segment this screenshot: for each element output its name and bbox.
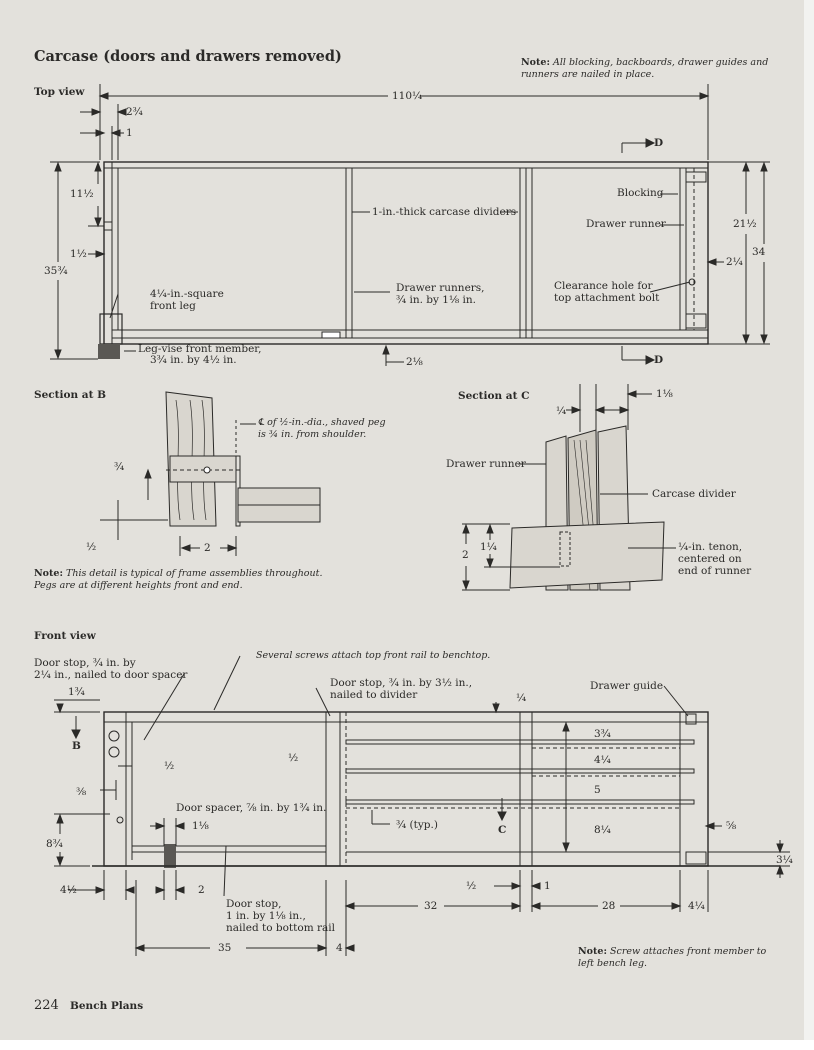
dim-4: 4	[336, 942, 343, 954]
dim-28: 28	[602, 900, 616, 912]
note-bottom-text: Screw attaches front member to	[610, 946, 767, 957]
dim-2-1-8: 2⅛	[406, 356, 423, 368]
label-dividers: 1-in.-thick carcase dividers	[372, 206, 517, 218]
label-legvise-1: Leg-vise front member,	[138, 343, 262, 355]
note-bottom-lead: Note:	[578, 946, 607, 957]
dim-1-1-2: 1½	[70, 248, 87, 260]
dim-1-front: 1	[544, 880, 551, 892]
front-view-screws: Several screws attach top front rail to …	[256, 650, 491, 661]
section-b-note-2: Pegs are at different heights front and …	[34, 580, 243, 591]
doorstop-b-1: Door stop, ¾ in. by 3½ in.,	[330, 677, 473, 689]
label-typ: ¾ (typ.)	[396, 819, 438, 831]
page-number: 224	[34, 998, 59, 1013]
dim-1: 1	[126, 127, 133, 139]
label-runners-1: Drawer runners,	[396, 282, 485, 294]
dim-2-3-4: 2¾	[126, 106, 143, 118]
label-door-spacer: Door spacer, ⅞ in. by 1¾ in.	[176, 802, 327, 814]
section-mark-d-bottom: D	[654, 354, 664, 366]
section-c-dim-1-1-8: 1⅛	[656, 388, 673, 400]
dim-35: 35	[218, 942, 232, 954]
dim-11-1-2: 11½	[70, 188, 94, 200]
dim-1-2-b: ½	[288, 752, 299, 764]
section-c-dim-1-1-4: 1¼	[480, 541, 497, 553]
doorstop-b-2: nailed to divider	[330, 689, 418, 701]
section-b-note-text: This detail is typical of frame assembli…	[66, 568, 323, 579]
dim-1-1-8-front: 1⅛	[192, 820, 209, 832]
section-b-dim-2: 2	[204, 542, 211, 554]
dim-1-4-front: ¼	[516, 692, 527, 704]
section-b-drawing	[100, 391, 321, 556]
label-clearance-1: Clearance hole for	[554, 280, 653, 292]
dim-1-2-a: ½	[164, 760, 175, 772]
label-leg-2: front leg	[150, 300, 196, 312]
note-top-text: All blocking, backboards, drawer guides …	[553, 57, 769, 68]
front-view-drawing	[54, 655, 790, 956]
doorstop-c-3: nailed to bottom rail	[226, 922, 335, 934]
doorstop-a-1: Door stop, ¾ in. by	[34, 657, 136, 669]
doorstop-c-2: 1 in. by 1⅛ in.,	[226, 910, 306, 922]
dim-35-3-4: 35¾	[44, 265, 68, 277]
section-c-drawer-runner: Drawer runner	[446, 458, 526, 470]
dim-3-1-4: 3¼	[776, 854, 793, 866]
section-c-carcase-divider: Carcase divider	[652, 488, 736, 500]
note-bottom-2: left bench leg.	[578, 958, 648, 969]
section-c-dim-2: 2	[462, 549, 469, 561]
dim-5-8: ⅝	[726, 820, 737, 832]
section-mark-c: C	[498, 824, 507, 836]
section-c-heading: Section at C	[458, 390, 530, 402]
label-leg-1: 4¼-in.-square	[150, 288, 224, 300]
section-c-tenon-1: ¼-in. tenon,	[678, 541, 743, 553]
section-mark-d-top: D	[654, 137, 664, 149]
dim-8-1-4: 8¼	[594, 824, 611, 836]
top-view-heading: Top view	[34, 86, 85, 98]
dim-21-1-2: 21½	[733, 218, 757, 230]
label-clearance-2: top attachment bolt	[554, 292, 660, 304]
dim-3-8: ⅜	[76, 786, 87, 798]
section-b-dim-1-2: ½	[86, 541, 97, 553]
section-mark-b: B	[72, 740, 81, 752]
dim-1-2-c: ½	[466, 880, 477, 892]
note-top-lead: Note:	[521, 57, 550, 68]
dim-overall: 110¼	[392, 90, 423, 102]
dim-8-3-4: 8¾	[46, 838, 63, 850]
label-drawer-runner: Drawer runner	[586, 218, 666, 230]
page-title: Carcase (doors and drawers removed)	[34, 48, 342, 65]
top-view-drawing	[50, 84, 770, 366]
doorstop-a-2: 2¼ in., nailed to door spacer	[34, 669, 188, 681]
section-b-heading: Section at B	[34, 389, 106, 401]
label-drawer-guide: Drawer guide	[590, 680, 664, 692]
dim-4-1-4-b: 4¼	[688, 900, 705, 912]
note-top-line2: runners are nailed in place.	[521, 69, 655, 80]
section-b-note-1: Note: This detail is typical of frame as…	[34, 568, 323, 579]
section-c-dim-1-4: ¼	[556, 405, 567, 417]
dim-1-3-4: 1¾	[68, 686, 85, 698]
dim-2-1-4: 2¼	[726, 256, 743, 268]
doorstop-c-1: Door stop,	[226, 898, 282, 910]
label-runners-2: ¾ in. by 1⅛ in.	[396, 294, 476, 306]
section-c-drawing	[462, 384, 676, 591]
dim-4-1-2: 4½	[60, 884, 77, 896]
dim-3-3-4: 3¾	[594, 728, 611, 740]
section-b-dim-3-4: ¾	[114, 461, 125, 473]
section-b-peg-1: ℄ of ½-in.-dia., shaved peg	[258, 417, 386, 428]
section-b-peg-2: is ¾ in. from shoulder.	[258, 429, 367, 440]
label-legvise-2: 3¾ in. by 4½ in.	[150, 354, 237, 366]
section-c-tenon-3: end of runner	[678, 565, 752, 577]
book-section: Bench Plans	[70, 1000, 144, 1012]
dim-32: 32	[424, 900, 438, 912]
section-b-note-lead: Note:	[34, 568, 63, 579]
dim-2-front: 2	[198, 884, 205, 896]
note-top: Note: All blocking, backboards, drawer g…	[521, 57, 768, 68]
dim-5: 5	[594, 784, 601, 796]
note-bottom-1: Note: Screw attaches front member to	[578, 946, 766, 957]
dim-4-1-4: 4¼	[594, 754, 611, 766]
front-view-heading: Front view	[34, 630, 96, 642]
label-blocking: Blocking	[617, 187, 664, 199]
section-c-tenon-2: centered on	[678, 553, 742, 565]
dim-34: 34	[752, 246, 766, 258]
